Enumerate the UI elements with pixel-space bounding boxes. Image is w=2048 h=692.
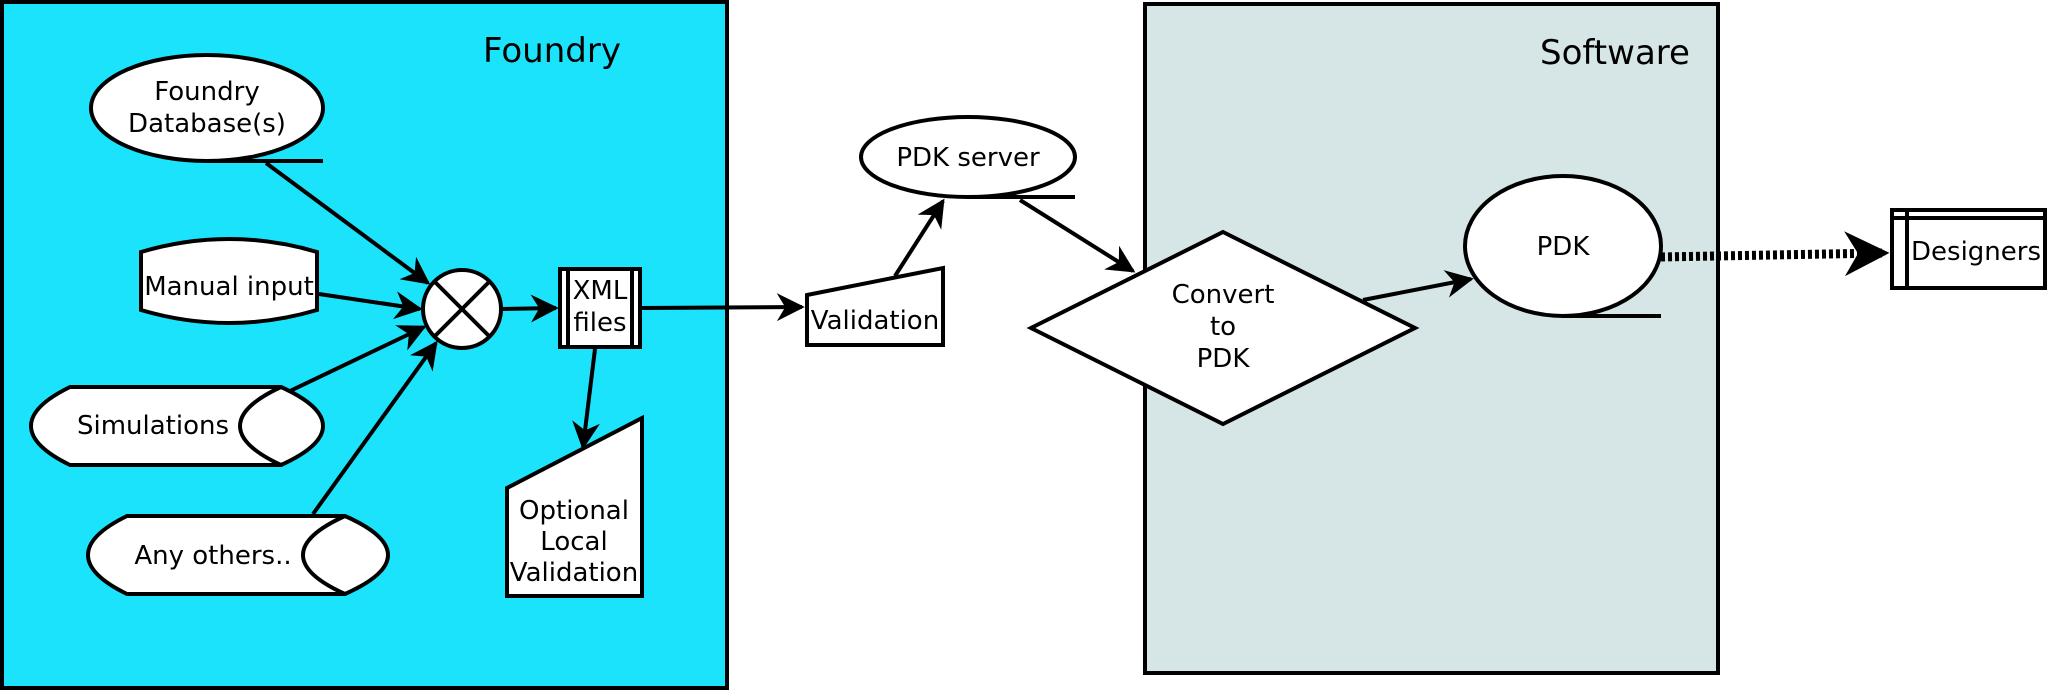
pdk-label: PDK — [1537, 232, 1591, 262]
convert-label-line3: PDK — [1197, 344, 1251, 374]
any-others-node: Any others.. — [85, 514, 391, 596]
manual-input-node: Manual input — [139, 237, 319, 325]
merge-junction-icon — [421, 268, 503, 350]
edge-others-to-merge — [311, 340, 438, 516]
optional-local-validation-node: Optional Local Validation — [505, 414, 644, 598]
edge-pdk-to-designers — [1660, 231, 1890, 277]
convert-label-line1: Convert — [1172, 280, 1275, 310]
foundry-database-node: Foundry Database(s) — [89, 53, 325, 163]
foundry-database-label-line2: Database(s) — [128, 109, 286, 139]
designers-label: Designers — [1911, 237, 2041, 267]
xml-files-label-line1: XML — [573, 276, 628, 306]
edge-xml-to-optional-validation — [572, 348, 600, 450]
edge-convert-to-pdk — [1362, 270, 1474, 302]
designers-node: Designers — [1890, 208, 2047, 290]
pdk-node: PDK — [1463, 174, 1663, 318]
optional-validation-label-line3: Validation — [510, 558, 638, 588]
software-region-title: Software — [1540, 33, 1690, 73]
convert-label-line2: to — [1210, 312, 1236, 342]
edge-simulations-to-merge — [289, 325, 427, 393]
any-others-label: Any others.. — [134, 541, 291, 571]
xml-files-node: XML files — [558, 267, 642, 349]
convert-to-pdk-node: Convert to PDK — [1026, 229, 1420, 427]
xml-files-label-line2: files — [573, 308, 626, 338]
foundry-region-title: Foundry — [483, 31, 621, 71]
edge-database-to-merge — [264, 161, 431, 285]
validation-label: Validation — [811, 306, 939, 336]
edge-server-to-convert — [1018, 198, 1136, 273]
edge-merge-to-xml — [500, 294, 559, 323]
validation-node: Validation — [805, 265, 945, 347]
simulations-node: Simulations — [28, 385, 326, 467]
pdk-server-label: PDK server — [896, 143, 1040, 173]
simulations-label: Simulations — [77, 411, 229, 441]
foundry-database-label-line1: Foundry — [154, 77, 259, 107]
manual-input-label: Manual input — [144, 272, 314, 302]
optional-validation-label-line1: Optional — [519, 496, 629, 526]
edge-xml-to-validation — [641, 293, 805, 322]
edge-validation-to-server — [893, 198, 945, 278]
pdk-server-node: PDK server — [859, 115, 1077, 199]
optional-validation-label-line2: Local — [540, 527, 607, 557]
edge-manual-to-merge — [318, 291, 423, 320]
